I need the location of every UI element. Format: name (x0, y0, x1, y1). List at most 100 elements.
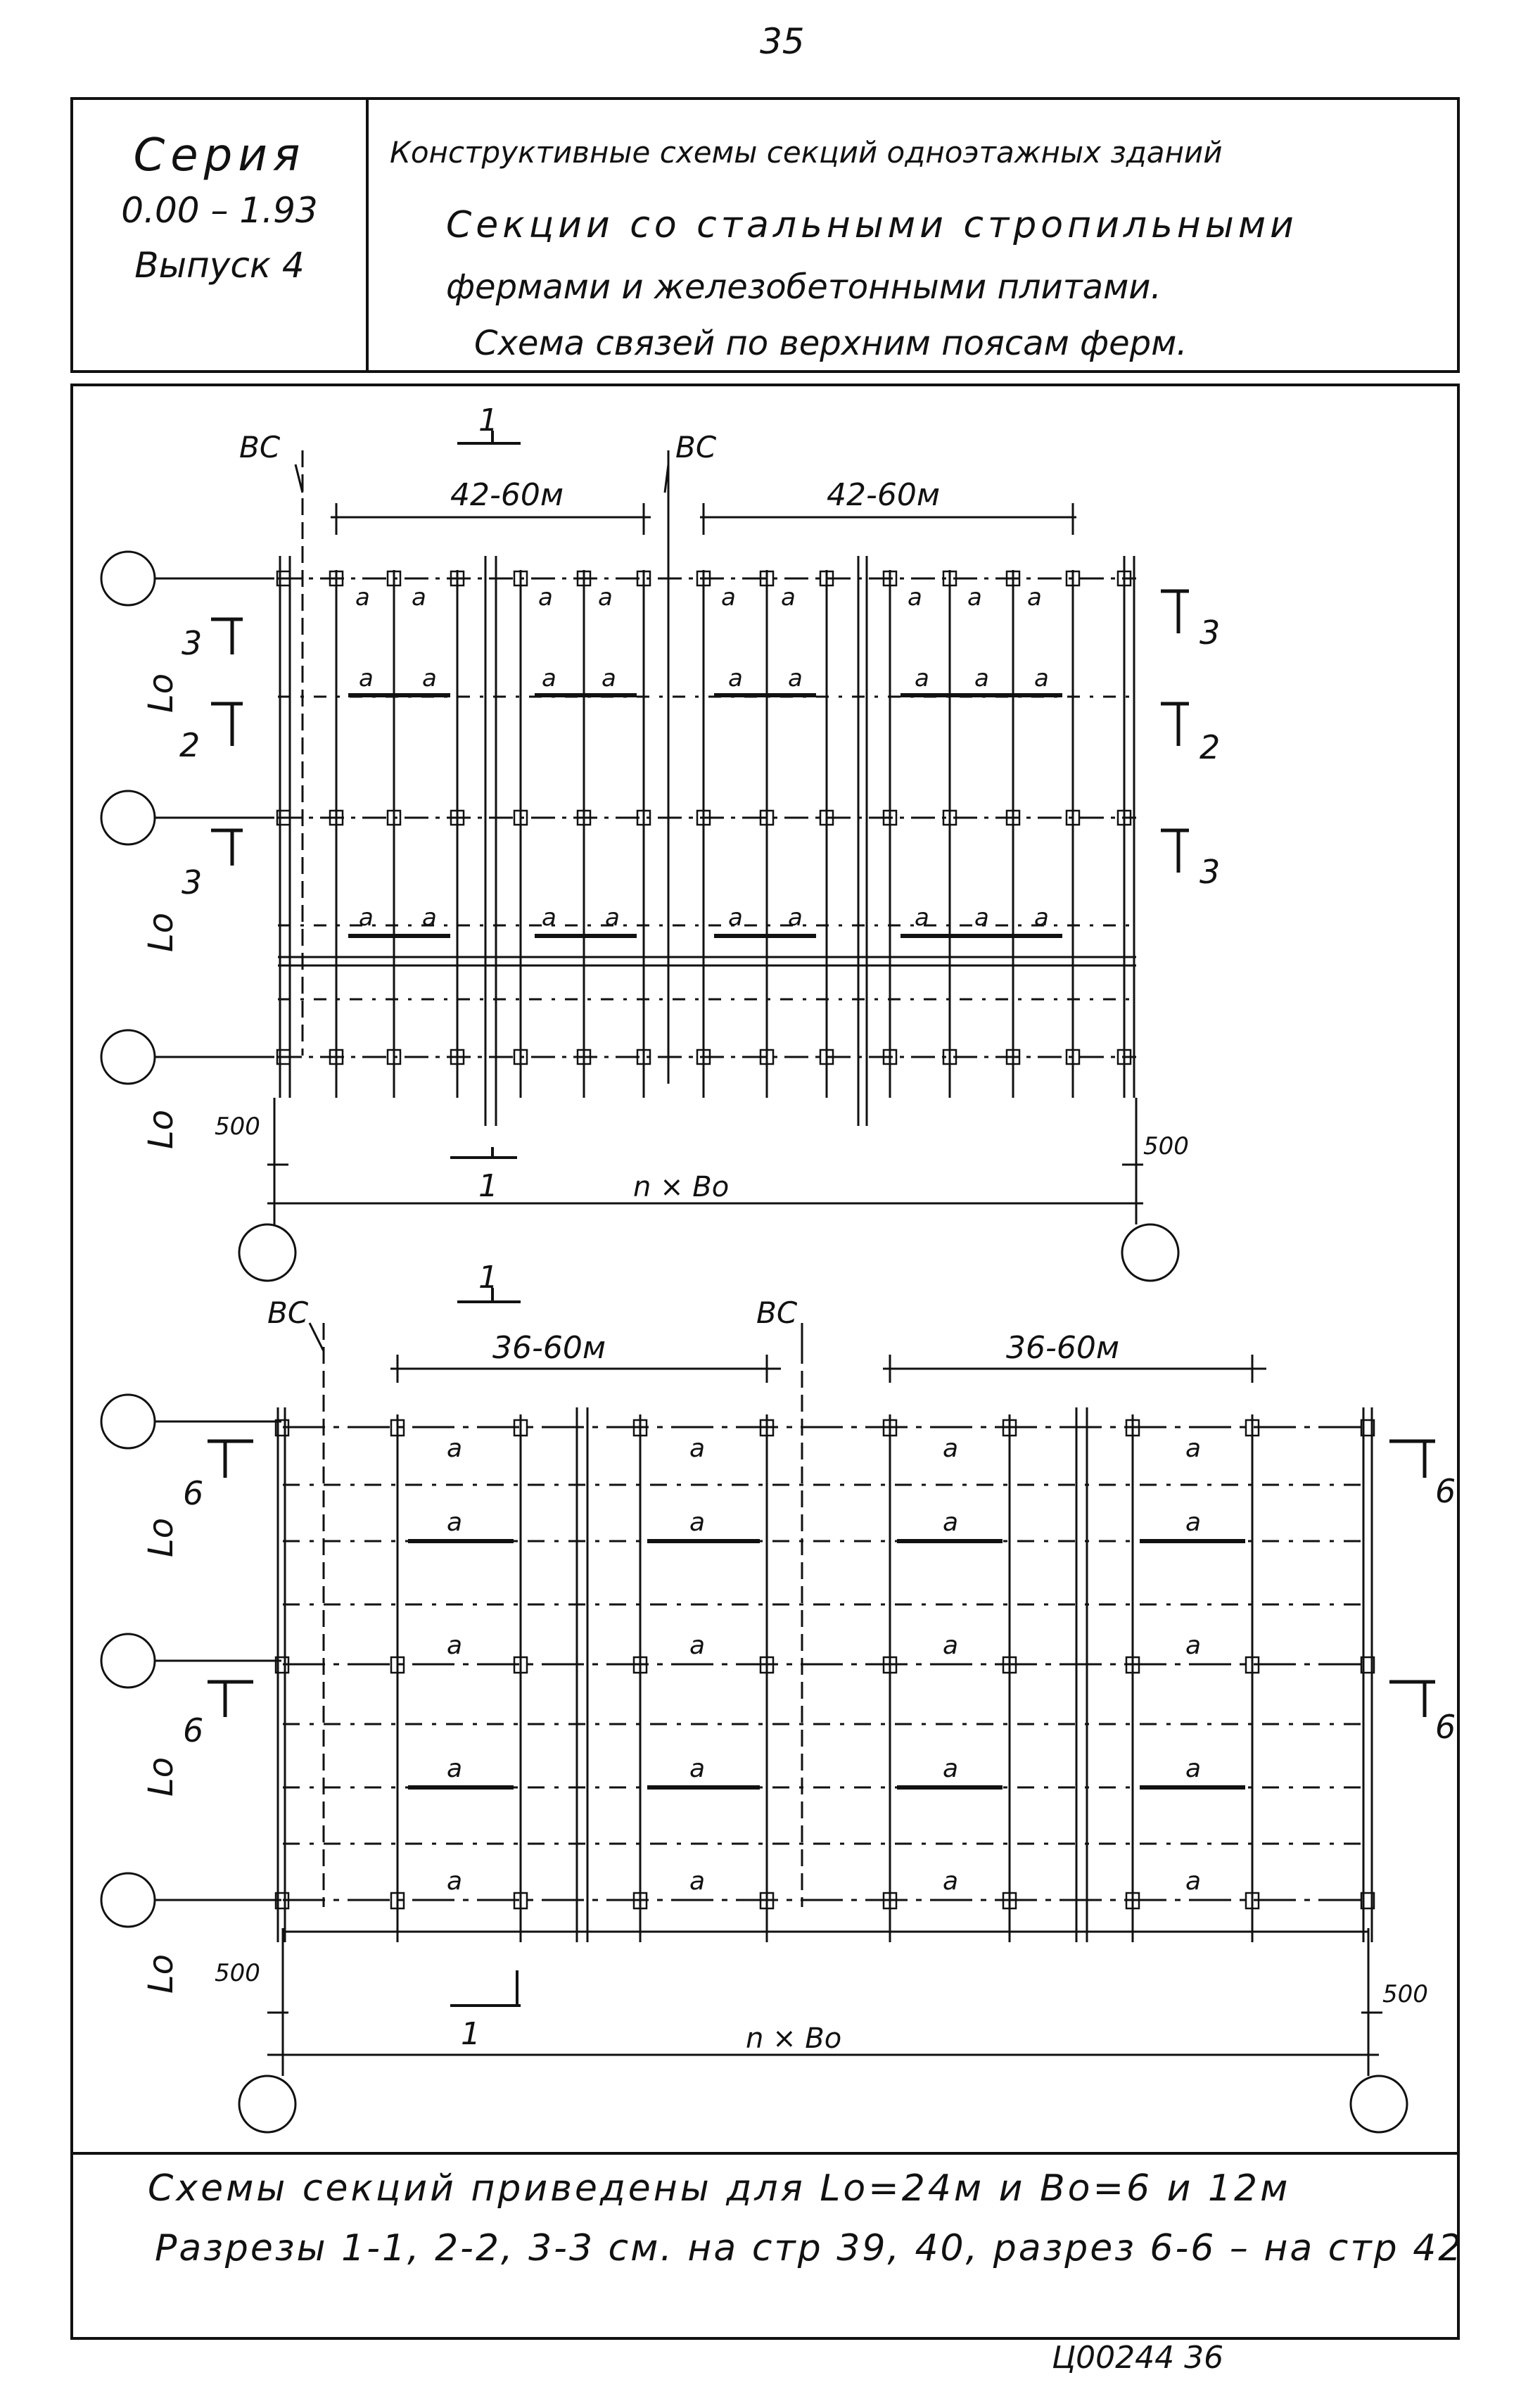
brace-a: а (788, 904, 803, 932)
brace-a: а (689, 1754, 705, 1783)
cut-6-label: 6 (1435, 1472, 1456, 1510)
axis-bubble (100, 1872, 156, 1928)
cut-3-label: 3 (1199, 853, 1220, 891)
cut-1-label: 1 (478, 1168, 498, 1204)
cut-1-label: 1 (478, 1260, 498, 1296)
axis-bubble (238, 1223, 297, 1282)
series-block: Серия 0.00 – 1.93 Выпуск 4 (73, 100, 369, 370)
brace-a: а (1185, 1754, 1201, 1783)
stamp-code: Ц00244 36 (1052, 2340, 1224, 2376)
cut-1-label: 1 (461, 2016, 481, 2052)
axis-bubble (100, 790, 156, 846)
edge-dim-right: 500 (1143, 1132, 1189, 1160)
cut-3-label: 3 (182, 863, 202, 901)
top-plan (100, 431, 1189, 1282)
title-line-4: Схема связей по верхним поясам ферм. (474, 324, 1188, 363)
brace-a: а (908, 583, 922, 612)
brace-a: а (689, 1867, 705, 1896)
l0-label: Lо (141, 1954, 181, 1994)
bc-label-top-left: ВС (239, 430, 281, 464)
axis-bubble (100, 550, 156, 607)
n-b0-label: n × Bо (746, 2022, 841, 2055)
series-label: Серия (133, 129, 306, 182)
brace-a: а (538, 583, 553, 612)
brace-a: а (689, 1508, 705, 1537)
cut-6-label: 6 (183, 1711, 203, 1749)
bc-label-bottom-left: ВС (267, 1296, 309, 1330)
brace-a: а (974, 904, 989, 932)
l0-label: Lо (141, 673, 181, 713)
cut-6-label: 6 (1435, 1708, 1456, 1746)
drawing-frame (70, 384, 1460, 2340)
brace-a: а (1185, 1434, 1201, 1463)
brace-a: а (422, 904, 437, 932)
cut-6-label: 6 (183, 1474, 203, 1512)
axis-bubble (238, 2075, 297, 2134)
note-line-2: Разрезы 1-1, 2-2, 3-3 см. на стр 39, 40,… (155, 2227, 1464, 2269)
axis-bubble (1349, 2075, 1408, 2134)
brace-a: а (1034, 664, 1049, 692)
brace-a: а (605, 904, 620, 932)
brace-a: а (1027, 583, 1042, 612)
brace-a: а (728, 664, 743, 692)
brace-a: а (943, 1631, 958, 1660)
edge-dim-right: 500 (1382, 1980, 1428, 2008)
cut-2-label: 2 (179, 726, 200, 764)
span-label-top-1: 42-60м (450, 477, 564, 513)
span-label-top-2: 42-60м (827, 477, 940, 513)
brace-a: а (721, 583, 736, 612)
notes-divider (70, 2152, 1460, 2155)
brace-a: а (447, 1434, 462, 1463)
edge-dim-left: 500 (215, 1959, 260, 1987)
brace-a: а (788, 664, 803, 692)
l0-label: Lо (141, 913, 181, 952)
l0-label: Lо (141, 1757, 181, 1797)
cut-1-label: 1 (478, 403, 498, 438)
brace-a: а (412, 583, 426, 612)
n-b0-label: n × Bо (633, 1171, 729, 1203)
title-line-1: Конструктивные схемы секций одноэтажных … (390, 135, 1223, 170)
brace-a: а (422, 664, 437, 692)
brace-a: а (355, 583, 370, 612)
page-number: 35 (760, 21, 805, 62)
brace-a: а (943, 1508, 958, 1537)
brace-a: а (915, 904, 929, 932)
brace-a: а (447, 1508, 462, 1537)
cut-2-label: 2 (1199, 728, 1220, 766)
brace-a: а (598, 583, 613, 612)
brace-a: а (359, 904, 374, 932)
brace-a: а (1185, 1631, 1201, 1660)
axis-bubble (100, 1633, 156, 1689)
brace-a: а (943, 1434, 958, 1463)
edge-dim-left: 500 (215, 1113, 260, 1141)
brace-a: а (447, 1754, 462, 1783)
title-block: Серия 0.00 – 1.93 Выпуск 4 Конструктивны… (70, 97, 1460, 373)
brace-a: а (728, 904, 743, 932)
brace-a: а (602, 664, 616, 692)
axis-bubble (100, 1029, 156, 1085)
brace-a: а (943, 1754, 958, 1783)
axis-bubble (1121, 1223, 1180, 1282)
drawing-title: Конструктивные схемы секций одноэтажных … (376, 100, 1452, 370)
span-label-bottom-1: 36-60м (492, 1330, 606, 1366)
brace-a: а (1185, 1508, 1201, 1537)
l0-label: Lо (141, 1518, 181, 1557)
brace-a: а (974, 664, 989, 692)
title-line-2: Секции со стальными стропильными (446, 204, 1298, 246)
cut-3-label: 3 (1199, 614, 1220, 652)
note-line-1: Схемы секций приведены для Lо=24м и Bо=6… (148, 2167, 1291, 2210)
brace-a: а (943, 1867, 958, 1896)
cut-3-label: 3 (182, 624, 202, 662)
axis-bubble (100, 1393, 156, 1450)
brace-a: а (915, 664, 929, 692)
title-line-3: фермами и железобетонными плитами. (446, 267, 1162, 307)
brace-a: а (447, 1867, 462, 1896)
brace-a: а (447, 1631, 462, 1660)
brace-a: а (1185, 1867, 1201, 1896)
bc-label-top-right: ВС (675, 430, 717, 464)
series-number: 0.00 – 1.93 (121, 190, 318, 231)
brace-a: а (542, 904, 556, 932)
bottom-plan (100, 1288, 1435, 2134)
l0-label: Lо (141, 1110, 181, 1149)
